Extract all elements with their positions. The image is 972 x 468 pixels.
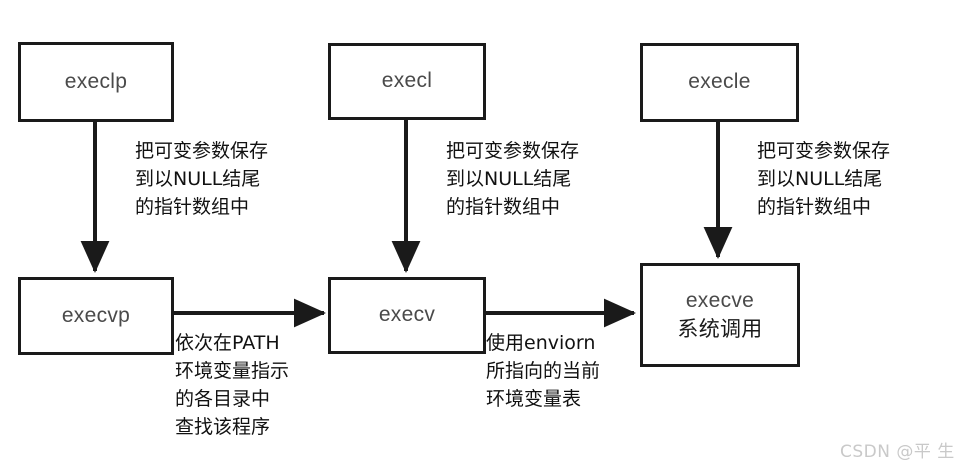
- node-execl-label: execl: [381, 69, 433, 93]
- edge-label-execl-to-execv: 把可变参数保存 到以NULL结尾 的指针数组中: [446, 140, 580, 218]
- edge-label-execle-to-execve: 把可变参数保存 到以NULL结尾 的指针数组中: [757, 140, 891, 218]
- edge-label-execvp-to-execv: 依次在PATH 环境变量指示 的各目录中 查找该程序: [175, 332, 290, 438]
- node-execlp[interactable]: execlp: [18, 42, 174, 122]
- node-execle[interactable]: execle: [640, 43, 799, 122]
- edge-label-execlp-to-execvp: 把可变参数保存 到以NULL结尾 的指针数组中: [135, 140, 269, 218]
- node-execvp-label: execvp: [61, 303, 131, 327]
- edge-label-execv-to-execve: 使用enviorn 所指向的当前 环境变量表: [486, 332, 601, 410]
- node-execve-label: execve: [685, 288, 755, 312]
- node-execvp[interactable]: execvp: [18, 277, 174, 355]
- node-execle-label: execle: [688, 70, 751, 94]
- csdn-watermark: CSDN @平 生: [840, 442, 955, 462]
- node-execv[interactable]: execv: [328, 277, 486, 354]
- node-execve-sublabel: 系统调用: [677, 317, 763, 341]
- node-execl[interactable]: execl: [328, 43, 486, 120]
- node-execve[interactable]: execve 系统调用: [640, 263, 800, 367]
- node-execv-label: execv: [378, 303, 436, 327]
- node-execlp-label: execlp: [64, 69, 128, 93]
